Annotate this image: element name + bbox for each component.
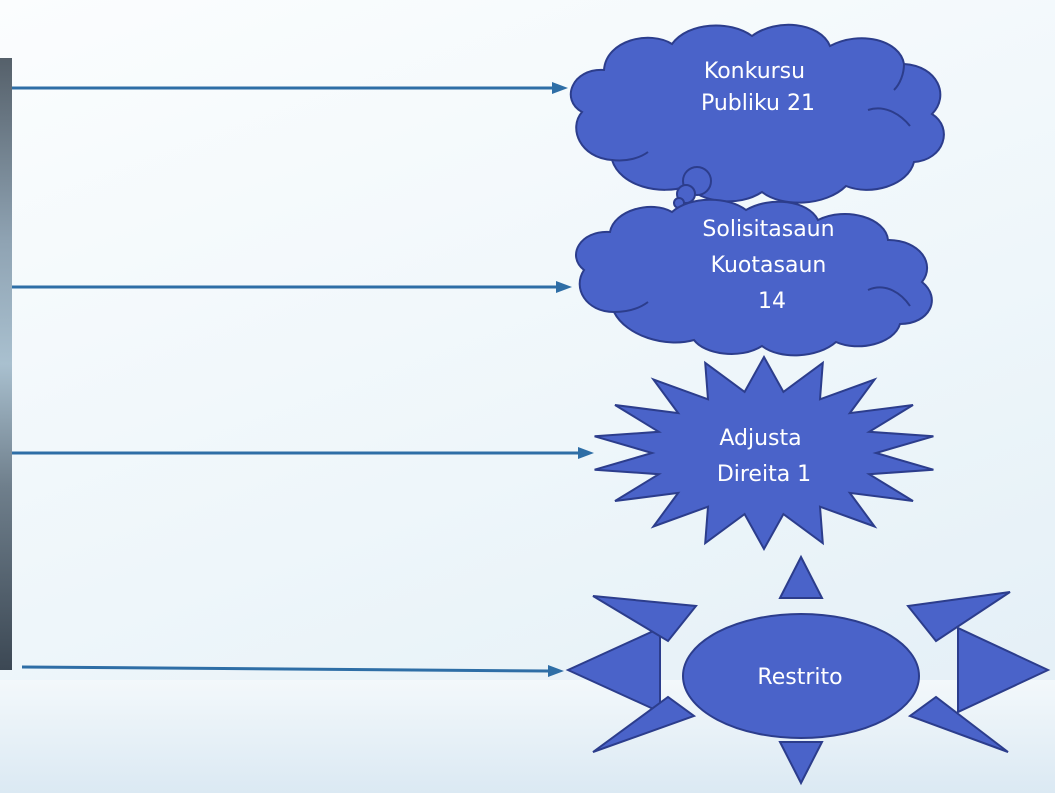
arrow-1 [12, 82, 568, 94]
cloud-shape-1 [570, 23, 945, 209]
arrow-3 [12, 447, 594, 459]
cloud-2-label: Solisitasaun Kuotasaun 14 [702, 217, 841, 314]
cloud-1-label: Konkursu Publiku 21 [701, 59, 815, 116]
cloud-shape-2 [575, 198, 933, 357]
sun-line-1: Restrito [757, 665, 842, 690]
sun-label: Restrito [757, 665, 842, 690]
starburst-label: Adjusta Direita 1 [717, 426, 811, 487]
sun-ray-top-right [906, 591, 1011, 643]
cloud-2-line-3: 14 [758, 289, 786, 314]
sun-ray-bottom-right [907, 695, 1009, 753]
sun-ray-top-left [592, 595, 698, 643]
starburst-line-1: Adjusta [719, 426, 801, 451]
cloud-2-line-1: Solisitasaun [702, 217, 834, 242]
sun-shape [565, 554, 1051, 786]
cloud-1-line-2: Publiku 21 [701, 91, 815, 116]
sun-ray-bottom [778, 741, 824, 786]
arrow-2 [12, 281, 572, 293]
sun-ray-top [778, 554, 824, 599]
sun-ray-left [565, 626, 661, 714]
cloud-2-line-2: Kuotasaun [711, 253, 827, 278]
photo-edge [0, 58, 12, 670]
starburst-line-2: Direita 1 [717, 462, 811, 487]
sun-ray-right [957, 626, 1051, 714]
cloud-1-line-1: Konkursu [704, 59, 805, 84]
arrow-4 [21, 665, 564, 677]
sun-center [682, 613, 920, 739]
starburst-shape [594, 354, 934, 552]
sun-ray-bottom-left [592, 695, 697, 753]
